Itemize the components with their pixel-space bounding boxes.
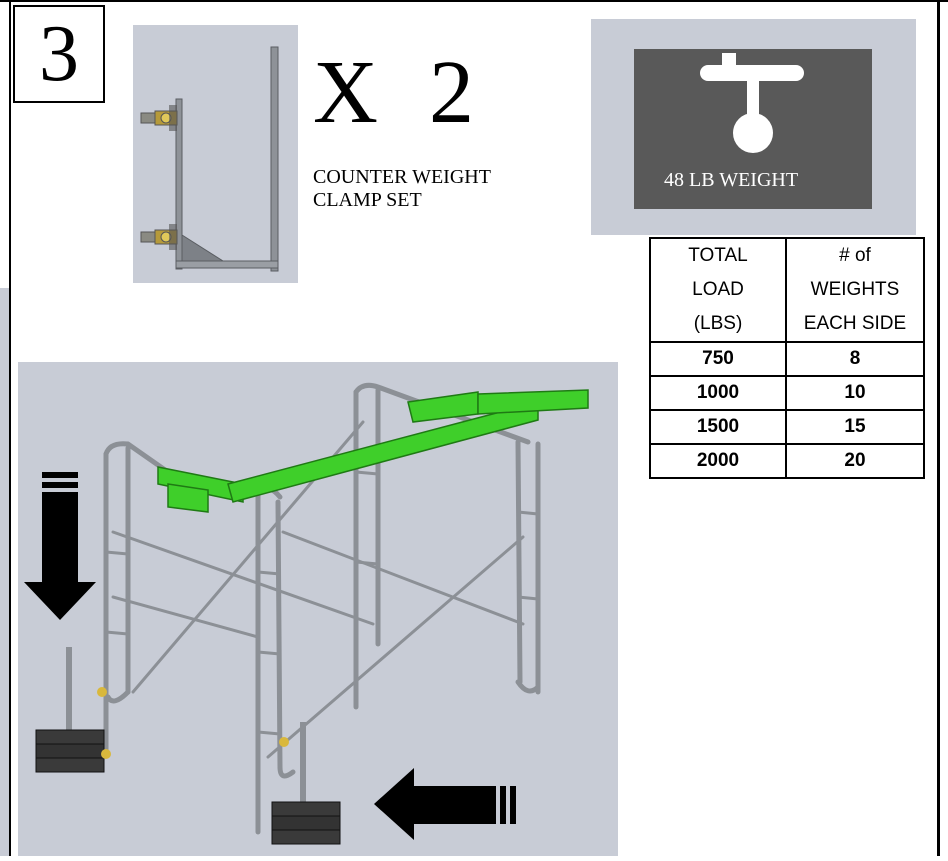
frame-left-border bbox=[9, 0, 11, 856]
clamp-set-drawing bbox=[140, 46, 279, 272]
total-load-cell: 750 bbox=[649, 341, 787, 377]
header-cell: EACH SIDE bbox=[785, 307, 925, 343]
table-header-row: (LBS) EACH SIDE bbox=[649, 307, 925, 343]
weight-figure: 48 LB WEIGHT bbox=[591, 19, 916, 235]
header-cell: # of bbox=[785, 237, 925, 273]
header-cell: WEIGHTS bbox=[785, 273, 925, 307]
assembly-figure bbox=[18, 362, 618, 856]
header-cell: TOTAL bbox=[649, 237, 787, 273]
load-table: TOTAL # of LOAD WEIGHTS (LBS) EACH SIDE … bbox=[649, 237, 925, 479]
left-arrow-icon bbox=[374, 768, 516, 840]
weight-label: 48 LB WEIGHT bbox=[664, 169, 799, 191]
table-header-row: LOAD WEIGHTS bbox=[649, 273, 925, 307]
weights-cell: 15 bbox=[785, 409, 925, 445]
weights-cell: 10 bbox=[785, 375, 925, 411]
weights-cell: 20 bbox=[785, 443, 925, 479]
weight-plate bbox=[634, 49, 872, 209]
total-load-cell: 1000 bbox=[649, 375, 787, 411]
frame-top-border bbox=[0, 0, 948, 2]
weights-cell: 8 bbox=[785, 341, 925, 377]
assembly-drawing bbox=[24, 382, 589, 845]
table-header-row: TOTAL # of bbox=[649, 237, 925, 273]
table-row: 2000 20 bbox=[649, 443, 925, 479]
header-cell: (LBS) bbox=[649, 307, 787, 343]
step-number-box: 3 bbox=[13, 5, 105, 103]
header-cell: LOAD bbox=[649, 273, 787, 307]
step-number: 3 bbox=[39, 10, 79, 98]
clamp-caption-line1: COUNTER WEIGHT bbox=[313, 166, 491, 188]
total-load-cell: 1500 bbox=[649, 409, 787, 445]
clamp-caption: COUNTER WEIGHT CLAMP SET bbox=[313, 166, 573, 212]
total-load-cell: 2000 bbox=[649, 443, 787, 479]
clamp-set-figure bbox=[133, 25, 298, 283]
down-arrow-icon bbox=[24, 472, 96, 620]
clamp-quantity: X 2 bbox=[313, 43, 476, 142]
left-gray-strip bbox=[0, 288, 9, 856]
frame-right-border bbox=[937, 0, 940, 856]
weight-slot-icon bbox=[700, 53, 804, 153]
table-row: 1000 10 bbox=[649, 375, 925, 411]
table-row: 1500 15 bbox=[649, 409, 925, 445]
clamp-caption-line2: CLAMP SET bbox=[313, 189, 422, 211]
table-row: 750 8 bbox=[649, 341, 925, 377]
